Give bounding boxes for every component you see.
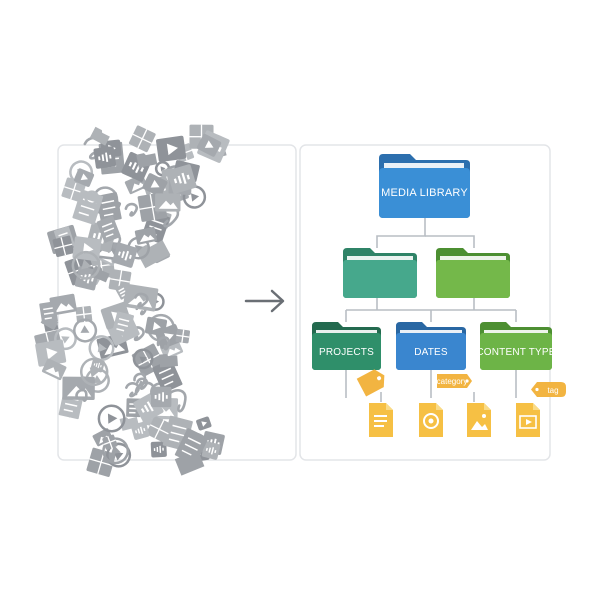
category-tag: category (437, 374, 472, 388)
projects-folder[interactable]: PROJECTS (312, 322, 381, 370)
media-icon (128, 125, 156, 153)
video-file-icon (516, 403, 540, 437)
dates-label: DATES (414, 347, 448, 358)
media-icon (156, 136, 187, 163)
media-icon (124, 381, 140, 397)
subfolder-green[interactable] (343, 248, 417, 298)
content-type-folder[interactable]: CONTENT TYPE (476, 322, 555, 370)
dates-folder[interactable]: DATES (396, 322, 466, 370)
media-icon (62, 377, 95, 400)
media-icon (123, 284, 159, 312)
arrow-right-icon (246, 291, 283, 311)
media-icon (135, 227, 158, 245)
media-icon (175, 329, 190, 344)
media-icon (98, 405, 124, 431)
image-file-icon (467, 403, 491, 437)
scattered-media-icons (34, 125, 230, 478)
tag-tag-label: tag (547, 386, 558, 395)
media-library-folder[interactable]: MEDIA LIBRARY (379, 154, 470, 218)
media-icon (125, 203, 137, 216)
document-file-icon (369, 403, 393, 437)
media-icon (93, 146, 116, 169)
media-icon (39, 301, 58, 324)
media-icon (196, 416, 212, 431)
projects-label: PROJECTS (319, 347, 374, 358)
tag-tag: tag (531, 382, 566, 397)
media-icon (136, 151, 157, 168)
media-library-label: MEDIA LIBRARY (381, 187, 468, 199)
media-icon (151, 387, 172, 408)
subfolder-lime[interactable] (436, 248, 510, 298)
audio-file-icon (419, 403, 443, 437)
content-type-label: CONTENT TYPE (476, 347, 555, 358)
media-icon (155, 193, 181, 211)
category-tag-label: category (437, 377, 468, 386)
tag-icon (357, 367, 389, 397)
